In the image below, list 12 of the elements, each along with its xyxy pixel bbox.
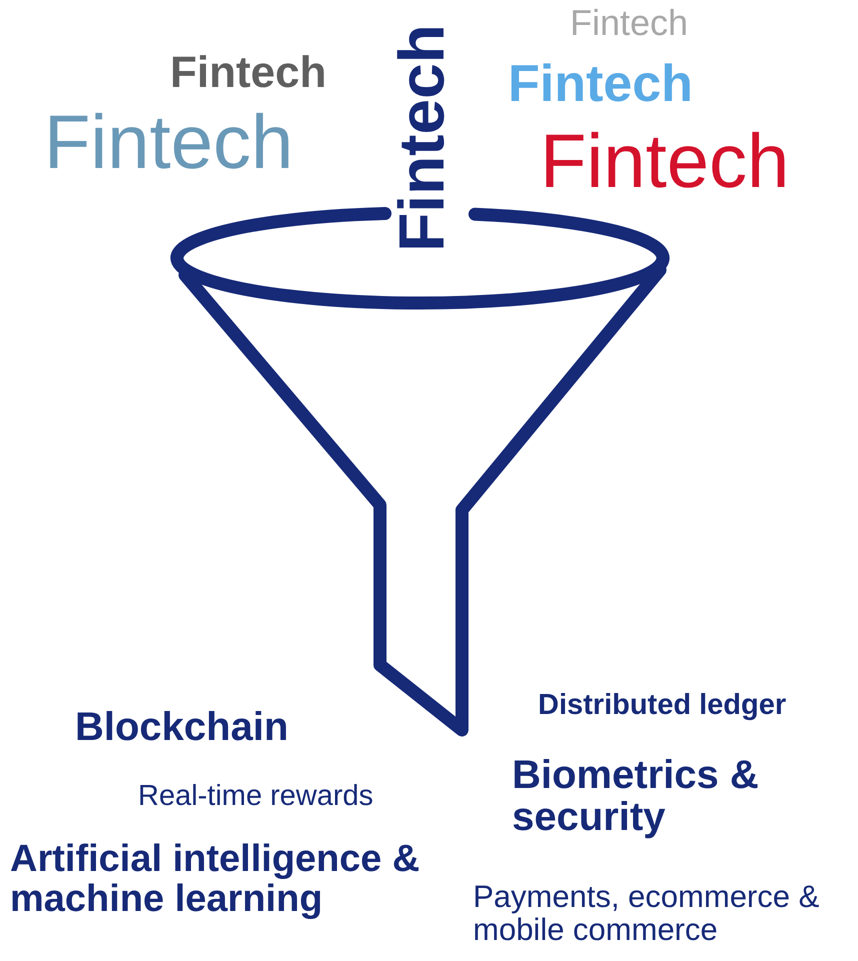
label-text: Fintech — [170, 50, 326, 96]
label-text: Fintech — [388, 24, 456, 252]
label-text: Fintech — [570, 4, 688, 42]
label-text: Fintech — [508, 57, 693, 112]
label-text: Fintech — [540, 122, 790, 202]
label-text: Real-time rewards — [138, 781, 374, 812]
label-text: Biometrics & security — [512, 754, 760, 838]
label-text: Fintech — [44, 103, 294, 183]
label-text: Blockchain — [75, 706, 288, 748]
label-text: Artificial intelligence & machine learning — [10, 840, 421, 920]
label-text: Distributed ledger — [538, 690, 786, 720]
label-text: Payments, ecommerce & mobile commerce — [473, 881, 820, 946]
